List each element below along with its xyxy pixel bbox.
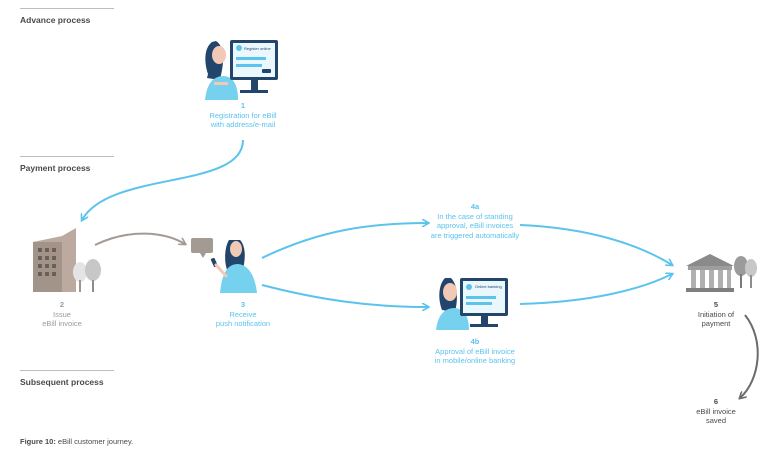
step-3-line-2: push notification [215,319,271,328]
arrow-issue-to-notification [94,232,185,246]
step-4a-line-1: In the case of standing [437,211,513,221]
subsequent-divider [20,370,114,371]
figure-caption: Figure 10: eBill customer journey. [20,437,133,446]
step-2-line-2: eBill invoice [42,319,82,328]
step-4a-line-3: are triggered automatically [430,230,520,240]
step-2-line-1: Issue [53,309,71,319]
section-title-advance: Advance process [20,15,91,25]
step-5-initiation-of-payment: 5 Initiation of payment [676,300,756,329]
step-3-number: 3 [240,300,246,309]
step-5-number: 5 [713,300,719,309]
figure-caption-text: eBill customer journey. [55,437,134,446]
register-screen-label: Register online [244,46,271,51]
step-4a-line-2: approval, eBill invoices [436,221,514,230]
step-2-number: 2 [59,300,65,309]
banking-screen-label: Online banking [475,284,502,289]
arrow-standing-approval-to-payment [519,224,672,265]
bank-building-illustration [686,254,757,292]
person-at-computer-illustration [205,40,278,100]
person-with-phone-illustration [191,238,257,293]
person-online-banking-illustration [436,278,508,330]
step-3-push-notification: 3 Receive push notification [193,300,293,329]
step-1-registration: 1 Registration for eBill with address/e-… [181,101,305,130]
step-4a-number: 4a [470,202,480,211]
step-1-number: 1 [240,101,246,110]
arrow-payment-to-saved [740,314,759,398]
step-6-line-2: saved [705,416,726,425]
step-2-issue-invoice: 2 Issue eBill invoice [20,300,104,329]
step-5-line-1: Initiation of [697,309,735,319]
company-building-illustration [33,228,101,292]
step-5-line-2: payment [701,319,731,328]
step-1-line-2: with address/e-mail [210,120,276,129]
step-4b-banking-approval: 4b Approval of eBill invoice in mobile/o… [408,337,542,366]
step-3-line-1: Receive [229,309,257,319]
step-1-line-1: Registration for eBill [209,110,277,120]
arrow-notification-to-standing-approval [261,223,428,259]
arrow-banking-approval-to-payment [519,274,672,305]
section-title-subsequent: Subsequent process [20,377,104,387]
figure-caption-label: Figure 10: [20,437,56,446]
arrow-notification-to-banking-approval [261,284,428,307]
step-4a-standing-approval: 4a In the case of standing approval, eBi… [408,202,542,240]
step-6-line-1: eBill invoice [696,406,736,416]
step-6-invoice-saved: 6 eBill invoice saved [676,397,756,426]
arrow-registration-to-issue [82,139,244,220]
step-4b-number: 4b [470,337,480,346]
step-4b-line-1: Approval of eBill invoice [435,346,515,356]
section-title-payment: Payment process [20,163,91,173]
payment-divider [20,156,114,157]
step-4b-line-2: in mobile/online banking [434,356,516,365]
step-6-number: 6 [713,397,719,406]
advance-divider [20,8,114,9]
